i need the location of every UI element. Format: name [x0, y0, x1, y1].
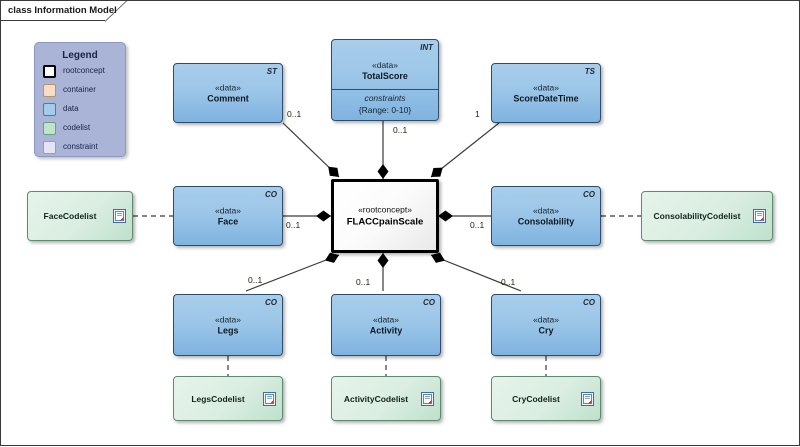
rootconcept-stereotype: «rootconcept»: [358, 204, 412, 215]
cry-type-tag: CO: [583, 298, 595, 307]
codelist-legs-label: LegsCodelist: [191, 393, 245, 404]
multiplicity-consolability: 0..1: [470, 220, 485, 230]
totalscore-constraints-body: {Range: 0-10}: [358, 105, 412, 115]
legend-swatch-container: [43, 84, 56, 97]
comment-stereotype: «data»: [215, 82, 241, 93]
cry-name: Cry: [538, 325, 554, 336]
legs-stereotype: «data»: [215, 314, 241, 325]
totalscore-constraints-compartment: constraints {Range: 0-10}: [332, 93, 438, 115]
codelist-face[interactable]: FaceCodelist: [27, 191, 133, 241]
activity-name: Activity: [369, 325, 403, 336]
totalscore-constraints-title: constraints: [364, 93, 406, 103]
multiplicity-activity: 0..1: [356, 277, 371, 287]
legend-label-data: data: [63, 104, 79, 113]
multiplicity-totalscore: 0..1: [393, 125, 408, 135]
class-activity[interactable]: CO «data» Activity: [331, 294, 441, 356]
document-icon: [581, 391, 594, 406]
totalscore-stereotype: «data»: [372, 60, 398, 70]
comment-type-tag: ST: [266, 67, 277, 76]
legend-panel: Legend rootconcept container data codeli…: [34, 42, 126, 157]
composition-legs: [245, 252, 340, 292]
legend-label-rootconcept: rootconcept: [63, 66, 105, 75]
comment-name: Comment: [207, 93, 249, 104]
legs-name: Legs: [217, 325, 239, 336]
totalscore-type-tag: INT: [420, 43, 433, 52]
activity-type-tag: CO: [423, 298, 435, 307]
multiplicity-face: 0..1: [286, 220, 301, 230]
multiplicity-comment: 0..1: [287, 109, 302, 119]
face-name: Face: [217, 216, 239, 227]
document-icon: [753, 209, 766, 223]
document-icon: [113, 209, 126, 223]
consolability-type-tag: CO: [583, 190, 595, 199]
class-comment[interactable]: ST «data» Comment: [173, 63, 283, 123]
totalscore-compartment-divider: [332, 89, 438, 90]
cry-stereotype: «data»: [533, 314, 559, 325]
scoredatetime-stereotype: «data»: [533, 82, 559, 93]
codelist-face-label: FaceCodelist: [43, 211, 97, 221]
legend-label-constraint: constraint: [63, 142, 98, 151]
rootconcept-name: FLACCpainScale: [346, 216, 424, 228]
composition-comment: [282, 122, 340, 178]
legs-type-tag: CO: [265, 298, 277, 307]
legend-label-codelist: codelist: [63, 123, 91, 132]
legend-label-container: container: [63, 85, 96, 94]
multiplicity-legs: 0..1: [248, 275, 263, 285]
class-cry[interactable]: CO «data» Cry: [491, 294, 601, 356]
legend-swatch-codelist: [43, 122, 56, 135]
composition-scoredatetime: [430, 122, 500, 178]
codelist-cry-label: CryCodelist: [512, 393, 560, 404]
legend-item-container: container: [43, 83, 125, 99]
legend-swatch-rootconcept: [43, 65, 56, 78]
diagram-frame-tab-slant: [105, 1, 127, 22]
class-totalscore[interactable]: INT «data» TotalScore constraints {Range…: [331, 39, 439, 121]
composition-cry: [430, 252, 522, 292]
legend-item-codelist: codelist: [43, 121, 125, 137]
legend-item-data: data: [43, 102, 125, 118]
diagram-frame-label: class Information Model: [8, 5, 117, 16]
class-rootconcept-flaccpainscale[interactable]: «rootconcept» FLACCpainScale: [331, 179, 439, 253]
codelist-activity-label: ActivityCodelist: [343, 393, 409, 404]
legend-item-constraint: constraint: [43, 140, 125, 156]
codelist-consolability-label: ConsolabilityCodelist: [653, 211, 741, 221]
legend-swatch-data: [43, 103, 56, 116]
totalscore-name: TotalScore: [362, 71, 408, 81]
multiplicity-scoredatetime: 1: [475, 109, 480, 119]
class-legs[interactable]: CO «data» Legs: [173, 294, 283, 356]
codelist-cry[interactable]: CryCodelist: [491, 376, 601, 421]
legend-swatch-constraint: [43, 141, 56, 154]
face-type-tag: CO: [265, 190, 277, 199]
legend-title: Legend: [62, 50, 98, 61]
codelist-legs[interactable]: LegsCodelist: [173, 376, 283, 421]
legend-item-rootconcept: rootconcept: [43, 64, 125, 80]
scoredatetime-type-tag: TS: [584, 67, 595, 76]
class-face[interactable]: CO «data» Face: [173, 186, 283, 246]
class-consolability[interactable]: CO «data» Consolability: [491, 186, 601, 246]
document-icon: [263, 391, 276, 406]
scoredatetime-name: ScoreDateTime: [513, 93, 579, 104]
document-icon: [421, 391, 434, 406]
face-stereotype: «data»: [215, 205, 241, 216]
codelist-consolability[interactable]: ConsolabilityCodelist: [641, 191, 773, 241]
codelist-activity[interactable]: ActivityCodelist: [331, 376, 441, 421]
class-scoredatetime[interactable]: TS «data» ScoreDateTime: [491, 63, 601, 123]
activity-stereotype: «data»: [373, 314, 399, 325]
multiplicity-cry: 0..1: [501, 277, 516, 287]
consolability-stereotype: «data»: [533, 205, 559, 216]
consolability-name: Consolability: [517, 216, 575, 227]
